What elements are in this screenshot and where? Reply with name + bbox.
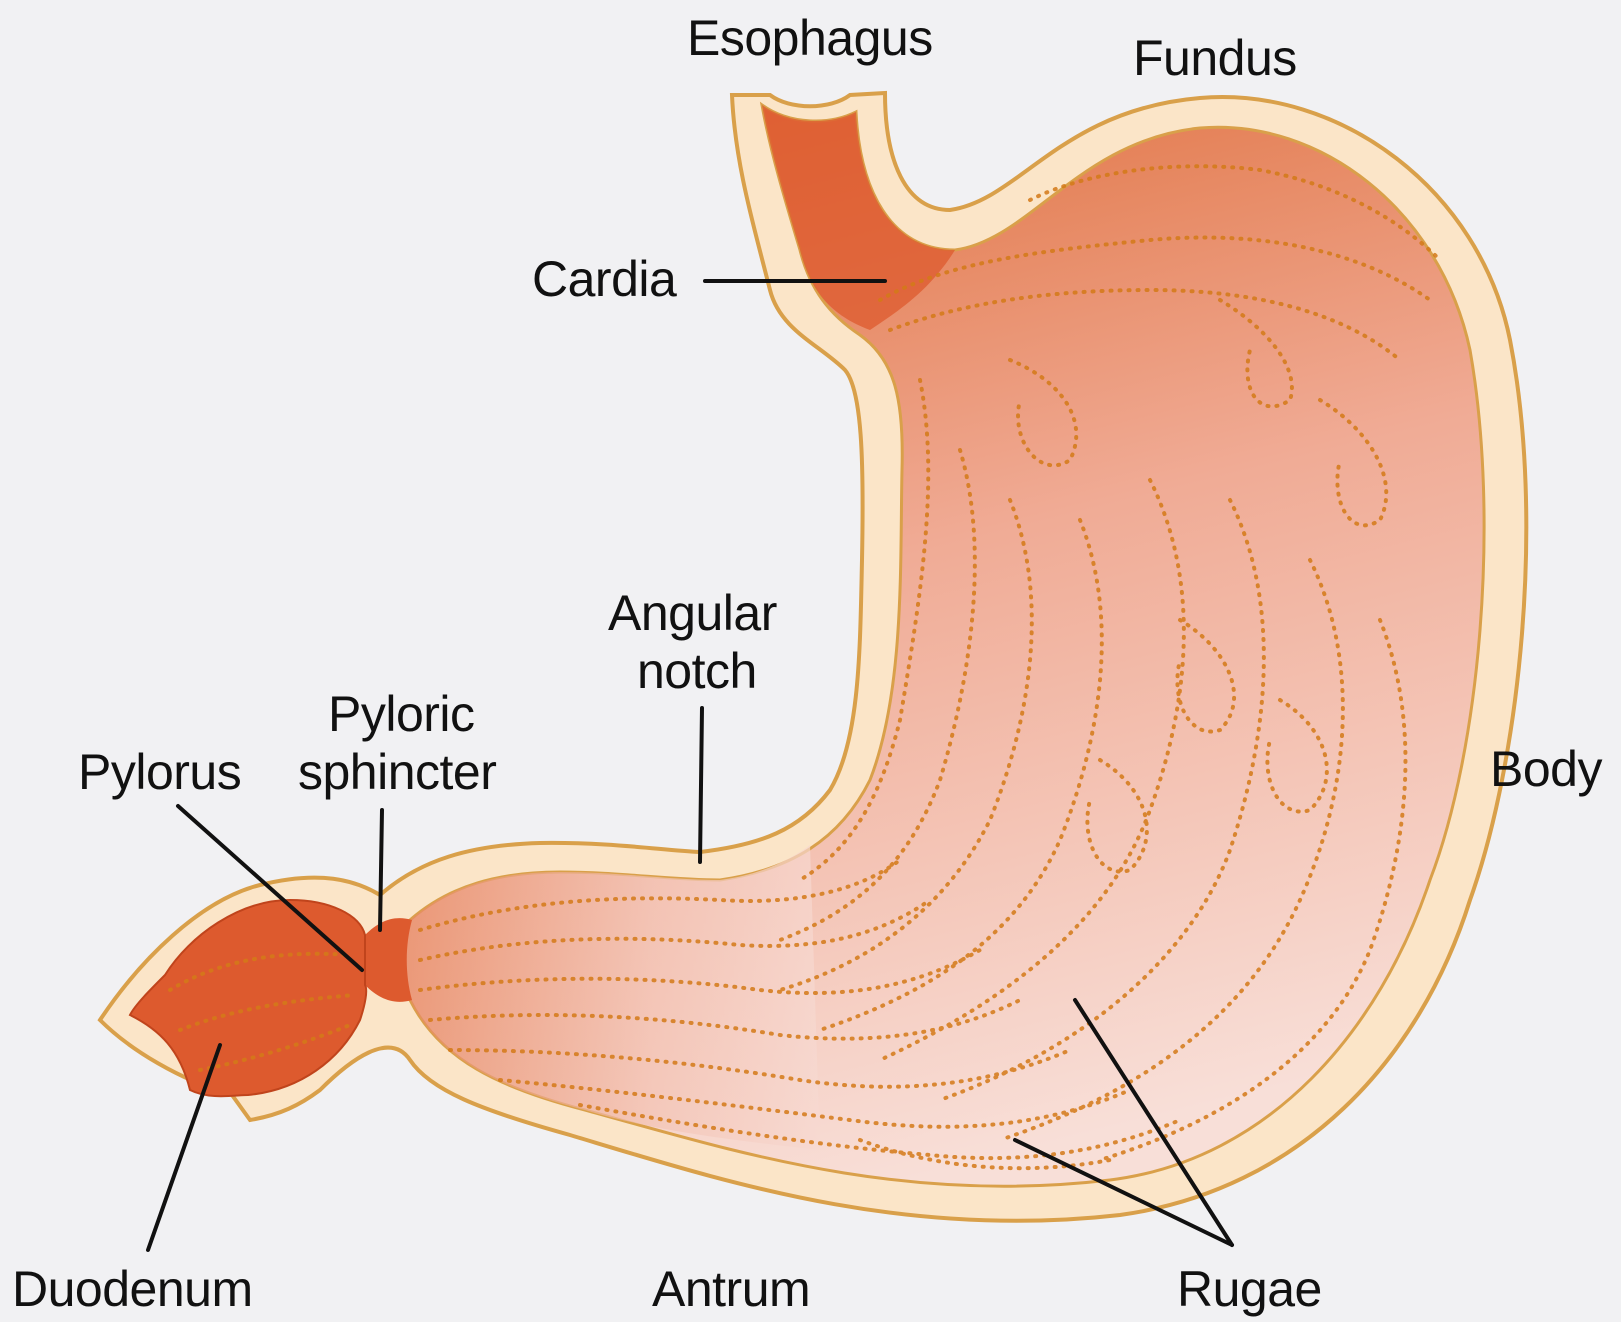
label-pyloric-line2: sphincter <box>298 744 496 800</box>
label-fundus: Fundus <box>1133 30 1297 86</box>
antrum-tint <box>401 845 820 1150</box>
label-pylorus: Pylorus <box>78 744 241 800</box>
label-esophagus: Esophagus <box>687 10 933 66</box>
label-duodenum: Duodenum <box>12 1261 253 1317</box>
label-rugae: Rugae <box>1177 1261 1322 1317</box>
angular-notch-leader <box>700 708 702 862</box>
label-angular-notch-line1: Angular <box>608 585 777 641</box>
pyloric-canal <box>365 918 412 1002</box>
pyloric-sphincter-leader <box>380 810 382 930</box>
label-cardia: Cardia <box>532 251 677 307</box>
label-antrum: Antrum <box>652 1261 810 1317</box>
label-pyloric-line1: Pyloric <box>328 686 475 742</box>
label-body: Body <box>1490 741 1602 797</box>
label-angular-notch-line2: notch <box>637 643 757 699</box>
